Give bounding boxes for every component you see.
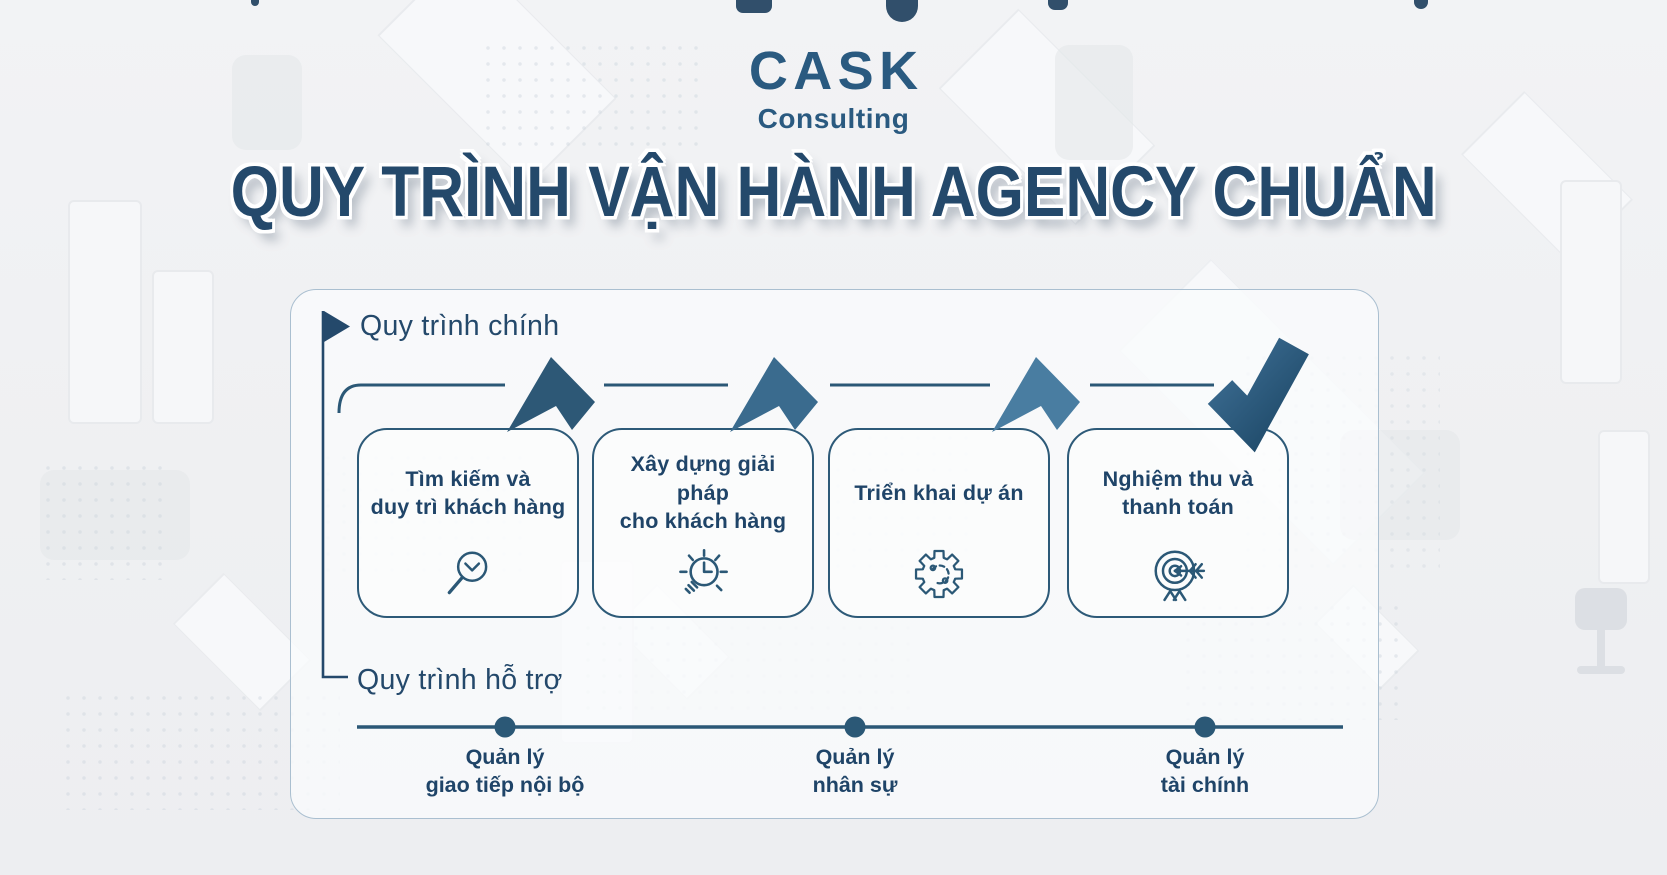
backdrop-dots: [40, 460, 170, 580]
support-item-internal-communication: Quản lý giao tiếp nội bộ: [425, 745, 585, 797]
step-label: Xây dựng giải pháp cho khách hàng: [619, 452, 787, 534]
page-title: QUY TRÌNH VẬN HÀNH AGENCY CHUẨN: [230, 151, 1437, 232]
backdrop-chair: [1597, 628, 1605, 668]
step-card-build-solution: Xây dựng giải pháp cho khách hàng: [592, 428, 814, 618]
backdrop-shape: [1560, 180, 1622, 384]
backdrop-figure: [40, 470, 190, 560]
gear-process-icon: [914, 549, 964, 599]
backdrop-fragment: [251, 0, 259, 6]
brand-subtitle: Consulting: [757, 103, 910, 135]
backdrop-shape: [68, 200, 142, 424]
step-label: Triển khai dự án: [854, 480, 1024, 505]
backdrop-shape: [152, 270, 214, 424]
main-process-label: Quy trình chính: [360, 310, 560, 342]
support-process-label: Quy trình hỗ trợ: [357, 664, 563, 696]
backdrop-fragment: [1048, 0, 1068, 10]
step-label: Tìm kiếm và duy trì khách hàng: [370, 466, 566, 519]
backdrop-fragment: [1414, 0, 1428, 9]
support-item-hr-management: Quản lý nhân sự: [812, 745, 898, 797]
step-card-acceptance-payment: Nghiệm thu và thanh toán: [1067, 428, 1289, 618]
brand-name: CASK: [748, 41, 924, 101]
lightbulb-idea-icon: [679, 549, 728, 595]
backdrop-fragment: [886, 0, 918, 22]
target-arrow-icon: [1154, 550, 1206, 602]
support-item-finance-management: Quản lý tài chính: [1160, 745, 1250, 797]
backdrop-figure: [1055, 45, 1133, 160]
backdrop-shape: [1598, 430, 1650, 584]
search-check-icon: [447, 551, 488, 595]
backdrop-figure: [232, 55, 302, 150]
backdrop-dots: [480, 40, 700, 150]
backdrop-chair: [1575, 588, 1627, 630]
step-card-execute-project: Triển khai dự án: [828, 428, 1050, 618]
brand-logo: CASK Consulting: [0, 41, 1667, 135]
backdrop-chair: [1577, 666, 1625, 674]
backdrop-fragment: [736, 0, 772, 13]
step-card-find-clients: Tìm kiếm và duy trì khách hàng: [357, 428, 579, 618]
step-label: Nghiệm thu và thanh toán: [1102, 466, 1254, 519]
